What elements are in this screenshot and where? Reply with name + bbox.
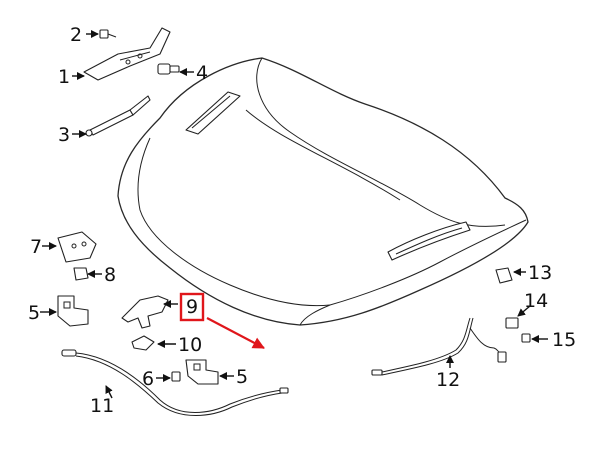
callout-11: 11 [90, 395, 114, 417]
release-bracket [121, 295, 169, 329]
callout-8: 8 [104, 264, 116, 286]
hinge-bracket-right [185, 359, 219, 385]
callout-6: 6 [142, 368, 154, 390]
hinge-icon [83, 27, 171, 81]
bolt-icon-6 [171, 371, 181, 382]
hinge-bracket-left [57, 295, 89, 327]
clip-icon [157, 63, 180, 75]
arrow-icon [206, 317, 265, 349]
highlight-box [179, 292, 205, 322]
callout-9: 9 [186, 296, 198, 318]
strut-icon [85, 95, 151, 137]
callout-15: 15 [552, 329, 576, 351]
grommet-icon [73, 267, 89, 281]
pad-icon [131, 335, 155, 351]
callout-10: 10 [178, 334, 202, 356]
callout-5-left: 5 [28, 302, 40, 324]
callout-1: 1 [58, 66, 70, 88]
callout-5-right: 5 [236, 366, 248, 388]
callout-3: 3 [58, 124, 70, 146]
leader-lines [40, 30, 548, 399]
callout-13: 13 [528, 262, 552, 284]
cable-icon [61, 349, 289, 416]
callout-2: 2 [70, 24, 82, 46]
callout-4: 4 [196, 62, 208, 84]
clip-icon-13 [495, 267, 513, 284]
callout-7: 7 [30, 236, 42, 258]
release-cable-icon [371, 317, 507, 376]
hood-panel [117, 57, 529, 326]
callout-14: 14 [524, 290, 548, 312]
callout-12: 12 [436, 369, 460, 391]
bolt-icon [99, 29, 117, 39]
bolt-icon-15 [521, 333, 531, 343]
nut-icon [505, 317, 519, 329]
latch-icon [57, 231, 97, 263]
